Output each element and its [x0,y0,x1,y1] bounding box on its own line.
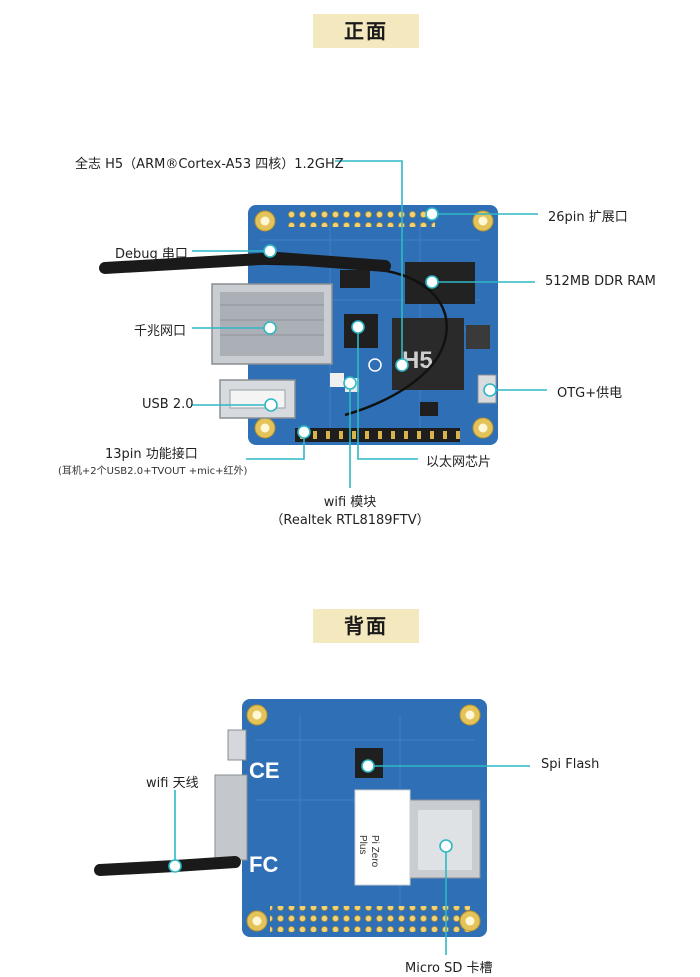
header-13pin [295,428,460,442]
label-ram: 512MB DDR RAM [545,274,656,289]
label-ethernet: 千兆网口 [134,324,187,339]
sticker-text-1: Pi Zero [369,835,380,868]
fc-mark: FC [249,852,278,877]
cpu-chip [392,318,464,390]
label-otg: OTG+供电 [557,386,623,401]
label-13pin: 13pin 功能接口 [105,447,198,462]
label-13pin-note: (耳机+2个USB2.0+TVOUT +mic+红外) [58,466,248,477]
back-ethernet-side [214,774,248,861]
serial-sticker [354,789,411,886]
label-ethernet-chip: 以太网芯片 [426,455,492,470]
front-section-title: 正面 [313,14,419,48]
sticker-text-2: Plus [357,835,368,854]
ram-chip [405,262,475,304]
back-section-title: 背面 [313,609,419,643]
header-26pin [285,207,435,227]
label-wifi-antenna: wifi 天线 [146,776,199,791]
debug-cable [99,251,391,274]
label-microsd: Micro SD 卡槽 [405,961,493,976]
ce-mark: CE [249,758,280,783]
label-wifi-chip: （Realtek RTL8189FTV） [270,513,430,528]
label-debug: Debug 串口 [115,247,188,262]
label-usb: USB 2.0 [142,397,194,412]
label-26pin: 26pin 扩展口 [548,210,628,225]
label-spi-flash: Spi Flash [541,757,600,772]
back-antenna-cable [94,856,241,876]
label-wifi-module: wifi 模块 [323,495,377,510]
back-header-pads [270,906,470,932]
label-cpu: 全志 H5（ARM®Cortex-A53 四核）1.2GHZ [75,157,344,172]
